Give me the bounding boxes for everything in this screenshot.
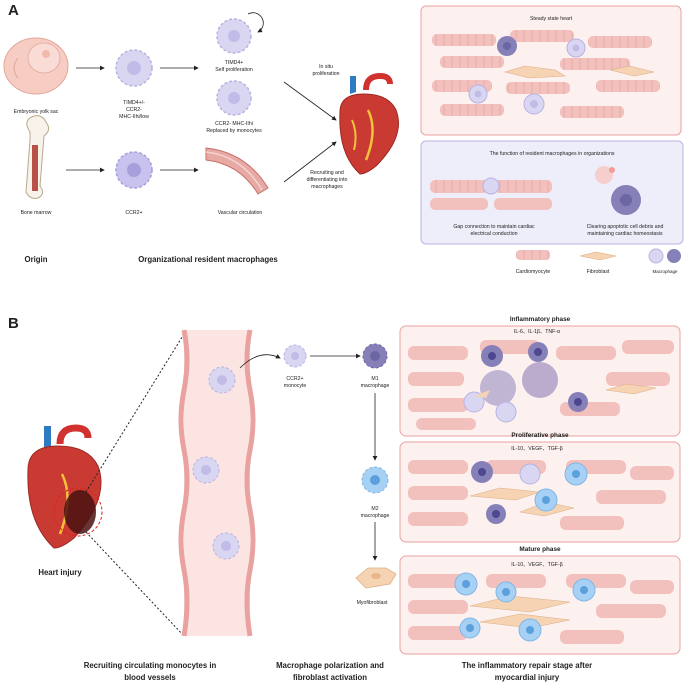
ccr2-b-line1: CCR2+ bbox=[286, 376, 303, 382]
m2-line2: macrophage bbox=[361, 513, 390, 519]
legend bbox=[516, 248, 681, 264]
yolk-sac-label: Embryonic yolk sac bbox=[14, 109, 59, 115]
proliferative-phase-title: Proliferative phase bbox=[511, 432, 569, 439]
recruit-line3: macrophages bbox=[311, 184, 343, 190]
timd4-line2: CCR2- bbox=[126, 107, 142, 113]
self-line2: Self proliferation bbox=[215, 67, 253, 73]
vascular-label: Vascular circulation bbox=[218, 210, 263, 216]
steady-fibroblasts bbox=[503, 65, 655, 79]
embryo-icon bbox=[3, 37, 69, 95]
function-title: The function of resident macrophages in … bbox=[490, 151, 615, 157]
resident-label: Organizational resident macrophages bbox=[138, 255, 278, 264]
polarization-line1: Macrophage polarization and bbox=[276, 661, 384, 670]
steady-state-title: Steady state heart bbox=[530, 16, 573, 22]
vessel-monocytes bbox=[192, 366, 240, 560]
proliferative-phase-panel bbox=[399, 441, 681, 543]
timd4-macrophage-icon bbox=[115, 49, 153, 87]
zoom-line-bottom bbox=[85, 531, 185, 637]
repair-stage-line2: myocardial injury bbox=[495, 673, 560, 682]
inflammatory-phase-title: Inflammatory phase bbox=[510, 316, 571, 323]
panel-a-letter: A bbox=[8, 2, 19, 19]
legend-cardiomyocyte: Cardiomyocyte bbox=[516, 269, 551, 275]
blood-vessel bbox=[178, 329, 256, 637]
mature-phase-panel bbox=[399, 555, 681, 655]
m2-line1: M2 bbox=[371, 506, 378, 512]
function-panel bbox=[420, 140, 684, 245]
legend-macrophage: Macrophage bbox=[652, 269, 678, 274]
inflammatory-cytokines: IL-6、IL-1β、TNF-α bbox=[514, 329, 560, 335]
mature-phase-title: Mature phase bbox=[519, 546, 561, 553]
ccr2-monocyte-icon bbox=[115, 151, 153, 189]
arrow-in-situ bbox=[283, 81, 337, 121]
clearing-caption-line2: maintaining cardiac homeostasis bbox=[587, 231, 663, 237]
m1-line1: M1 bbox=[371, 376, 378, 382]
gap-caption-line1: Gap connection to maintain cardiac bbox=[453, 224, 535, 230]
zoom-line-top bbox=[85, 333, 185, 493]
clearing-illustration bbox=[595, 166, 641, 215]
m2-macrophage-icon bbox=[361, 466, 389, 494]
steady-macrophages bbox=[468, 36, 586, 115]
replaced-macrophage-icon bbox=[216, 80, 252, 116]
m1-line2: macrophage bbox=[361, 383, 390, 389]
gap-caption-line2: electrical conduction bbox=[470, 231, 517, 237]
ccr2-monocyte-b-icon bbox=[283, 344, 307, 368]
panel-b-letter: B bbox=[8, 315, 19, 332]
bone-icon bbox=[25, 115, 50, 199]
self-proliferating-macrophage-icon bbox=[216, 12, 264, 54]
in-situ-line2: proliferation bbox=[312, 71, 339, 77]
clearing-caption-line1: Clearing apoptotic cell debris and bbox=[587, 224, 664, 230]
polarization-line2: fibroblast activation bbox=[293, 673, 367, 682]
legend-fibroblast: Fibroblast bbox=[587, 269, 610, 275]
ccr2-b-line2: monocyte bbox=[284, 383, 307, 389]
gap-junction-illustration bbox=[430, 177, 552, 210]
repair-stage-line1: The inflammatory repair stage after bbox=[462, 661, 592, 670]
myofibroblast-label: Myofibroblast bbox=[357, 600, 388, 606]
inflammatory-phase-panel bbox=[399, 325, 681, 437]
replaced-line2: Replaced by monocytes bbox=[206, 128, 262, 134]
timd4-line3: MHC-IIhi/low bbox=[119, 114, 149, 120]
mature-cytokines: IL-10、VEGF、TGF-β bbox=[511, 562, 562, 568]
m1-macrophage-icon bbox=[362, 343, 388, 369]
timd4-line1: TIMD4+/- bbox=[123, 100, 145, 106]
bone-marrow-label: Bone marrow bbox=[21, 210, 52, 216]
heart-icon bbox=[339, 72, 399, 175]
steady-cardiomyocytes bbox=[432, 30, 660, 118]
arrow-recruit bbox=[283, 141, 337, 183]
heart-injury-label: Heart injury bbox=[38, 568, 82, 577]
vessel-icon bbox=[205, 147, 269, 195]
recruit-line2: differentiating into bbox=[307, 177, 348, 183]
replaced-line1: CCR2- MHC-IIhi bbox=[215, 121, 253, 127]
in-situ-line1: In situ bbox=[319, 64, 333, 70]
ccr2-label: CCR2+ bbox=[125, 210, 142, 216]
self-line1: TIMD4+ bbox=[225, 60, 244, 66]
origin-label: Origin bbox=[25, 255, 48, 264]
recruit-monocytes-line2: blood vessels bbox=[124, 673, 176, 682]
recruit-monocytes-line1: Recruiting circulating monocytes in bbox=[84, 661, 217, 670]
injured-heart-icon bbox=[27, 424, 103, 549]
recruit-line1: Recruiting and bbox=[310, 170, 344, 176]
exit-arrow bbox=[239, 354, 281, 369]
myofibroblast-icon bbox=[355, 567, 397, 589]
proliferative-cytokines: IL-10、VEGF、TGF-β bbox=[511, 446, 562, 452]
